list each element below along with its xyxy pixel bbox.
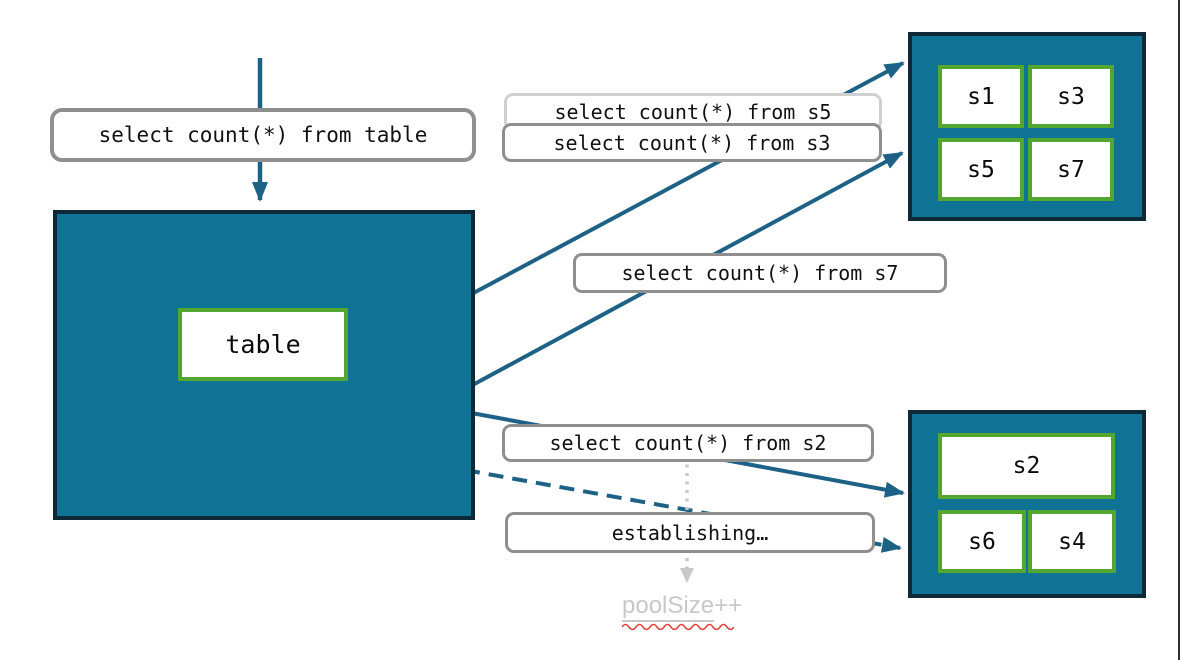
shard-group-top: s1 s3 s5 s7: [908, 32, 1146, 221]
shard-box-s1: s1: [938, 65, 1024, 128]
query-label-table: select count(*) from table: [50, 108, 476, 162]
poolsize-suffix: ++: [714, 592, 743, 619]
table-inner-label: table: [178, 308, 348, 381]
query-label-s2: select count(*) from s2: [502, 424, 874, 462]
poolsize-label: poolSize: [622, 592, 715, 622]
query-label-s3: select count(*) from s3: [502, 123, 882, 162]
shard-box-s5: s5: [938, 138, 1024, 201]
shard-group-bottom: s2 s6 s4: [908, 410, 1146, 598]
poolsize-note: poolSize++: [622, 592, 743, 630]
table-box: table: [53, 210, 475, 520]
shard-box-s2: s2: [938, 433, 1115, 499]
spellcheck-squiggle-icon: [622, 623, 734, 630]
shard-box-s4: s4: [1028, 510, 1116, 573]
slide-right-border: [1178, 0, 1180, 660]
shard-box-s3: s3: [1028, 65, 1114, 128]
query-label-s7: select count(*) from s7: [573, 253, 947, 293]
shard-box-s6: s6: [938, 510, 1026, 573]
shard-box-s7: s7: [1028, 138, 1114, 201]
establishing-label: establishing…: [505, 512, 875, 553]
